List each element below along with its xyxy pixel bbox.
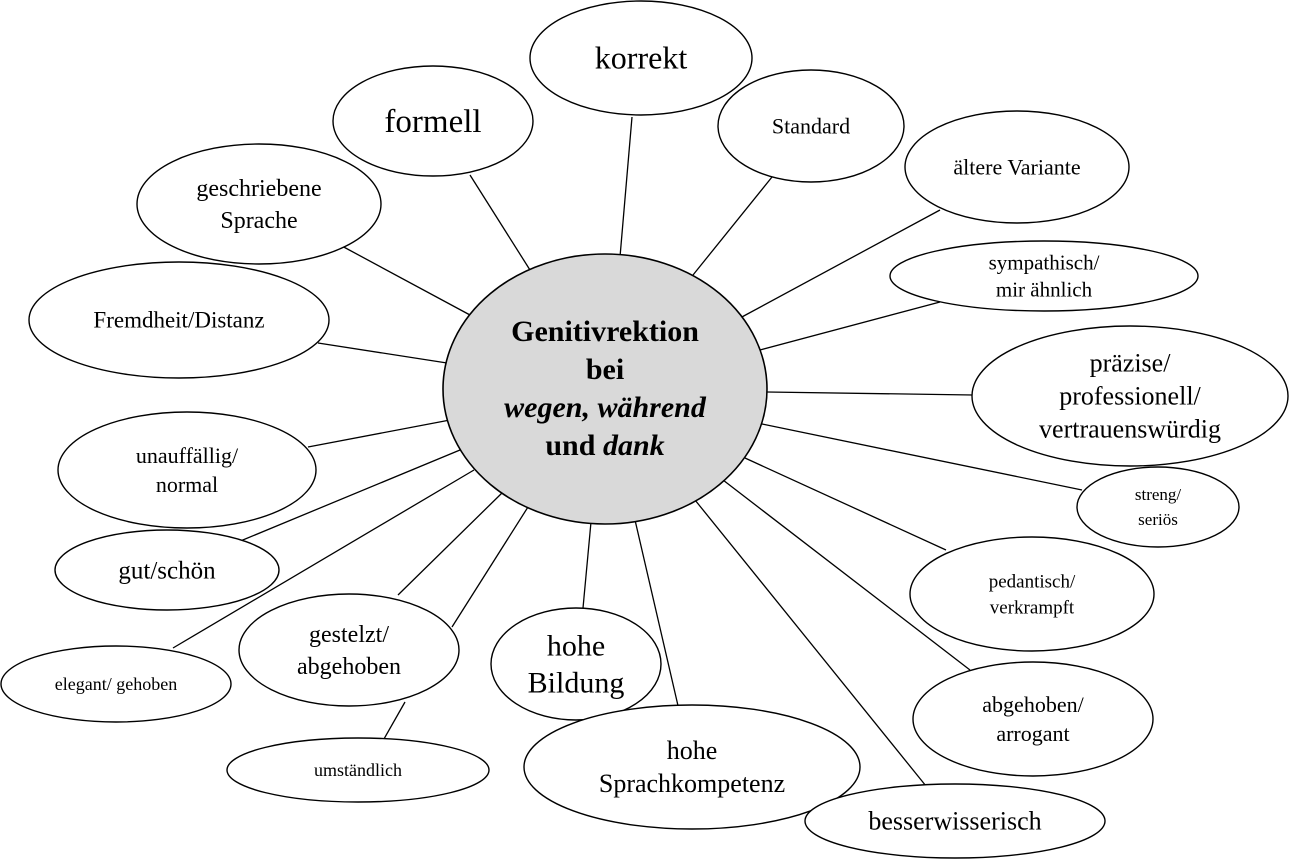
node-gut-schoen: gut/schön — [54, 529, 280, 611]
edge-abgehoben-arrogant — [722, 479, 971, 671]
node-elegant-ellipse — [0, 645, 232, 723]
center-line-1: Genitivrektion — [511, 315, 699, 348]
edge-standard — [692, 176, 773, 276]
node-gestelzt: gestelzt/abgehoben — [238, 593, 460, 707]
node-geschriebene-sprache-label-line-2: Sprache — [220, 208, 297, 234]
center-line-4: und dank — [545, 429, 664, 462]
edge-fremdheit-distanz — [317, 342, 448, 364]
edge-sympathisch — [759, 301, 941, 351]
edge-gestelzt — [397, 491, 504, 596]
node-hohe-sprachkompetenz-ellipse — [523, 704, 861, 830]
node-umstaendlich: umständlich — [226, 737, 490, 803]
node-gut-schoen-label-line-1: gut/schön — [118, 557, 216, 584]
node-gut-schoen-ellipse — [54, 529, 280, 611]
center-line-2: bei — [586, 353, 624, 386]
edge-unauffaellig — [307, 419, 451, 448]
node-streng-label-line-2: seriös — [1138, 510, 1178, 529]
center-line-4-plain: und — [545, 429, 603, 462]
node-gestelzt-label-line-2: abgehoben — [297, 654, 401, 680]
node-hohe-sprachkompetenz-label-line-1: hohe — [667, 736, 718, 765]
node-unauffaellig-ellipse — [57, 411, 317, 529]
node-besserwisserisch-ellipse — [804, 783, 1106, 859]
node-elegant: elegant/ gehoben — [0, 645, 232, 723]
node-formell: formell — [332, 65, 534, 177]
node-abgehoben-arrogant-label-line-2: arrogant — [996, 721, 1069, 746]
node-praezise-label-line-2: professionell/ — [1059, 382, 1201, 411]
edge-elegant — [172, 469, 475, 649]
node-fremdheit-distanz-ellipse — [28, 261, 330, 379]
edge-formell — [469, 174, 531, 271]
node-praezise-label-line-1: präzise/ — [1090, 349, 1172, 378]
node-pedantisch-label-line-1: pedantisch/ — [989, 571, 1076, 592]
node-pedantisch-label-line-2: verkrampft — [990, 597, 1075, 618]
edge-besserwisserisch — [694, 499, 927, 787]
node-geschriebene-sprache-label-line-1: geschriebene — [196, 176, 321, 202]
node-hohe-bildung-label-line-2: Bildung — [528, 666, 625, 699]
node-praezise: präzise/professionell/vertrauenswürdig — [971, 325, 1289, 467]
node-unauffaellig-label-line-1: unauffällig/ — [136, 443, 239, 468]
node-aeltere-variante-label-line-1: ältere Variante — [953, 154, 1080, 179]
node-standard: Standard — [717, 69, 905, 183]
center-line-4-italic: dank — [603, 429, 665, 462]
node-sympathisch-label-line-1: sympathisch/ — [989, 250, 1100, 274]
node-gestelzt-ellipse — [238, 593, 460, 707]
node-geschriebene-sprache-ellipse — [136, 143, 382, 265]
node-umstaendlich-ellipse — [226, 737, 490, 803]
node-unauffaellig: unauffällig/normal — [57, 411, 317, 529]
node-praezise-label-line-3: vertrauenswürdig — [1039, 415, 1221, 444]
node-formell-ellipse — [332, 65, 534, 177]
center-line-3: wegen, während — [504, 391, 707, 424]
node-streng-label-line-1: streng/ — [1135, 485, 1182, 504]
node-unauffaellig-label-line-2: normal — [156, 472, 218, 497]
node-sympathisch-label-line-2: mir ähnlich — [996, 277, 1093, 301]
edge-streng — [761, 423, 1083, 491]
node-aeltere-variante: ältere Variante — [904, 110, 1130, 224]
edge-gut-schoen — [237, 449, 461, 543]
edge-hohe-sprachkompetenz — [634, 519, 680, 711]
node-abgehoben-arrogant-ellipse — [912, 661, 1154, 777]
node-fremdheit-distanz: Fremdheit/Distanz — [28, 261, 330, 379]
node-elegant-label-line-1: elegant/ gehoben — [55, 674, 177, 694]
node-hohe-bildung-label-line-1: hohe — [547, 629, 605, 662]
edge-pedantisch — [744, 457, 947, 551]
edges — [172, 116, 1083, 787]
node-sympathisch-ellipse — [889, 240, 1199, 312]
node-sympathisch: sympathisch/mir ähnlich — [889, 240, 1199, 312]
node-hohe-sprachkompetenz-label-line-2: Sprachkompetenz — [599, 769, 785, 798]
node-pedantisch-ellipse — [909, 536, 1155, 652]
node-pedantisch: pedantisch/verkrampft — [909, 536, 1155, 652]
node-fremdheit-distanz-label-line-1: Fremdheit/Distanz — [93, 308, 264, 333]
edge-praezise — [766, 391, 974, 396]
edge-geschriebene-sprache — [339, 244, 471, 316]
node-abgehoben-arrogant: abgehoben/arrogant — [912, 661, 1154, 777]
node-abgehoben-arrogant-label-line-1: abgehoben/ — [982, 692, 1084, 717]
node-standard-ellipse — [717, 69, 905, 183]
edge-aeltere-variante — [739, 209, 941, 319]
node-umstaendlich-label-line-1: umständlich — [314, 760, 402, 780]
node-korrekt: korrekt — [529, 0, 753, 116]
node-streng: streng/seriös — [1076, 466, 1240, 548]
node-formell-label-line-1: formell — [384, 104, 481, 140]
node-praezise-ellipse — [971, 325, 1289, 467]
node-gestelzt-label-line-1: gestelzt/ — [309, 622, 389, 648]
node-streng-ellipse — [1076, 466, 1240, 548]
edge-korrekt — [619, 116, 633, 258]
node-aeltere-variante-ellipse — [904, 110, 1130, 224]
node-standard-label-line-1: Standard — [772, 113, 850, 138]
node-hohe-bildung-ellipse — [490, 607, 662, 721]
node-korrekt-ellipse — [529, 0, 753, 116]
node-besserwisserisch-label-line-1: besserwisserisch — [868, 807, 1041, 836]
node-korrekt-label-line-1: korrekt — [595, 40, 688, 76]
node-besserwisserisch: besserwisserisch — [804, 783, 1106, 859]
edge-hohe-bildung — [582, 521, 592, 609]
center-node: Genitivrektion bei wegen, während und da… — [442, 253, 768, 525]
edge-gestelzt-2 — [451, 506, 529, 628]
